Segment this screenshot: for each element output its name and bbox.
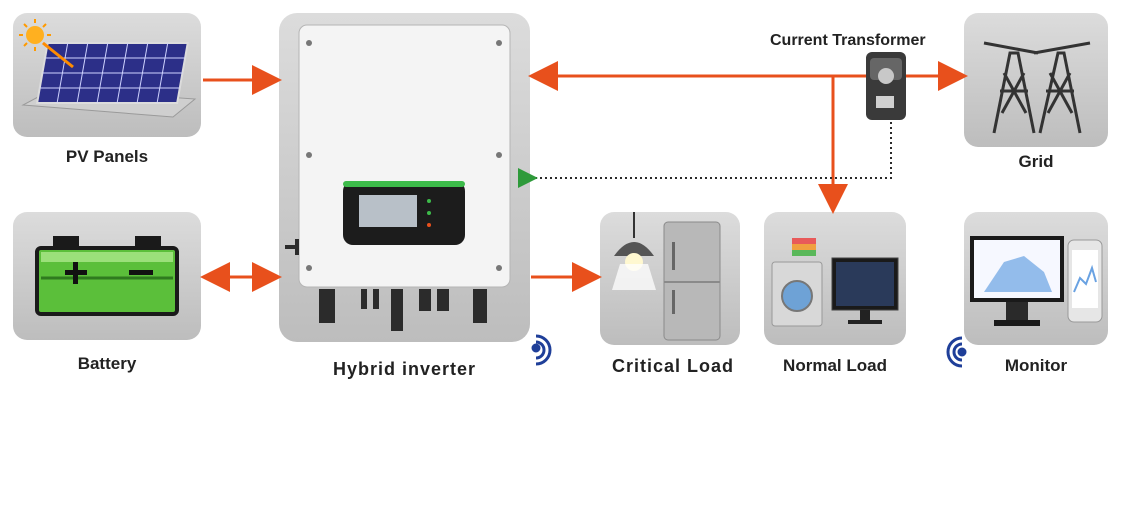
hybrid-inverter-label: Hybrid inverter [332,359,477,379]
critical-load-label: Critical Load [611,356,735,376]
normal-load-icon [771,238,899,327]
ct-signal-line [518,122,892,188]
hybrid-inverter-tile [279,13,530,342]
television-icon [831,257,899,324]
critical-load-tile [600,212,740,345]
grid-label: Grid [1018,152,1054,171]
normal-load-tile [764,212,906,345]
solar-panel-icon [19,19,197,118]
current-transformer-icon [866,52,906,120]
grid-tile [964,13,1108,147]
power-tower-icon [983,41,1091,134]
pv-panels-label: PV Panels [65,147,149,166]
phone-icon [1067,239,1103,323]
battery-label: Battery [77,354,137,373]
wifi-icon [946,336,967,368]
inverter-icon [285,24,511,331]
wifi-icon [531,334,552,366]
critical-load-icon [612,212,721,341]
battery-icon [35,236,179,316]
sun-icon [26,26,44,44]
lamp-icon [612,212,656,290]
monitor-icon [970,236,1103,326]
current-transformer-label: Current Transformer [770,32,926,49]
battery-tile [13,212,201,340]
refrigerator-icon [663,221,721,341]
normal-load-label: Normal Load [783,356,887,375]
pv-panels-tile [13,13,201,137]
washing-machine-icon [771,238,823,327]
monitor-tile [964,212,1108,345]
monitor-label: Monitor [1004,356,1068,375]
